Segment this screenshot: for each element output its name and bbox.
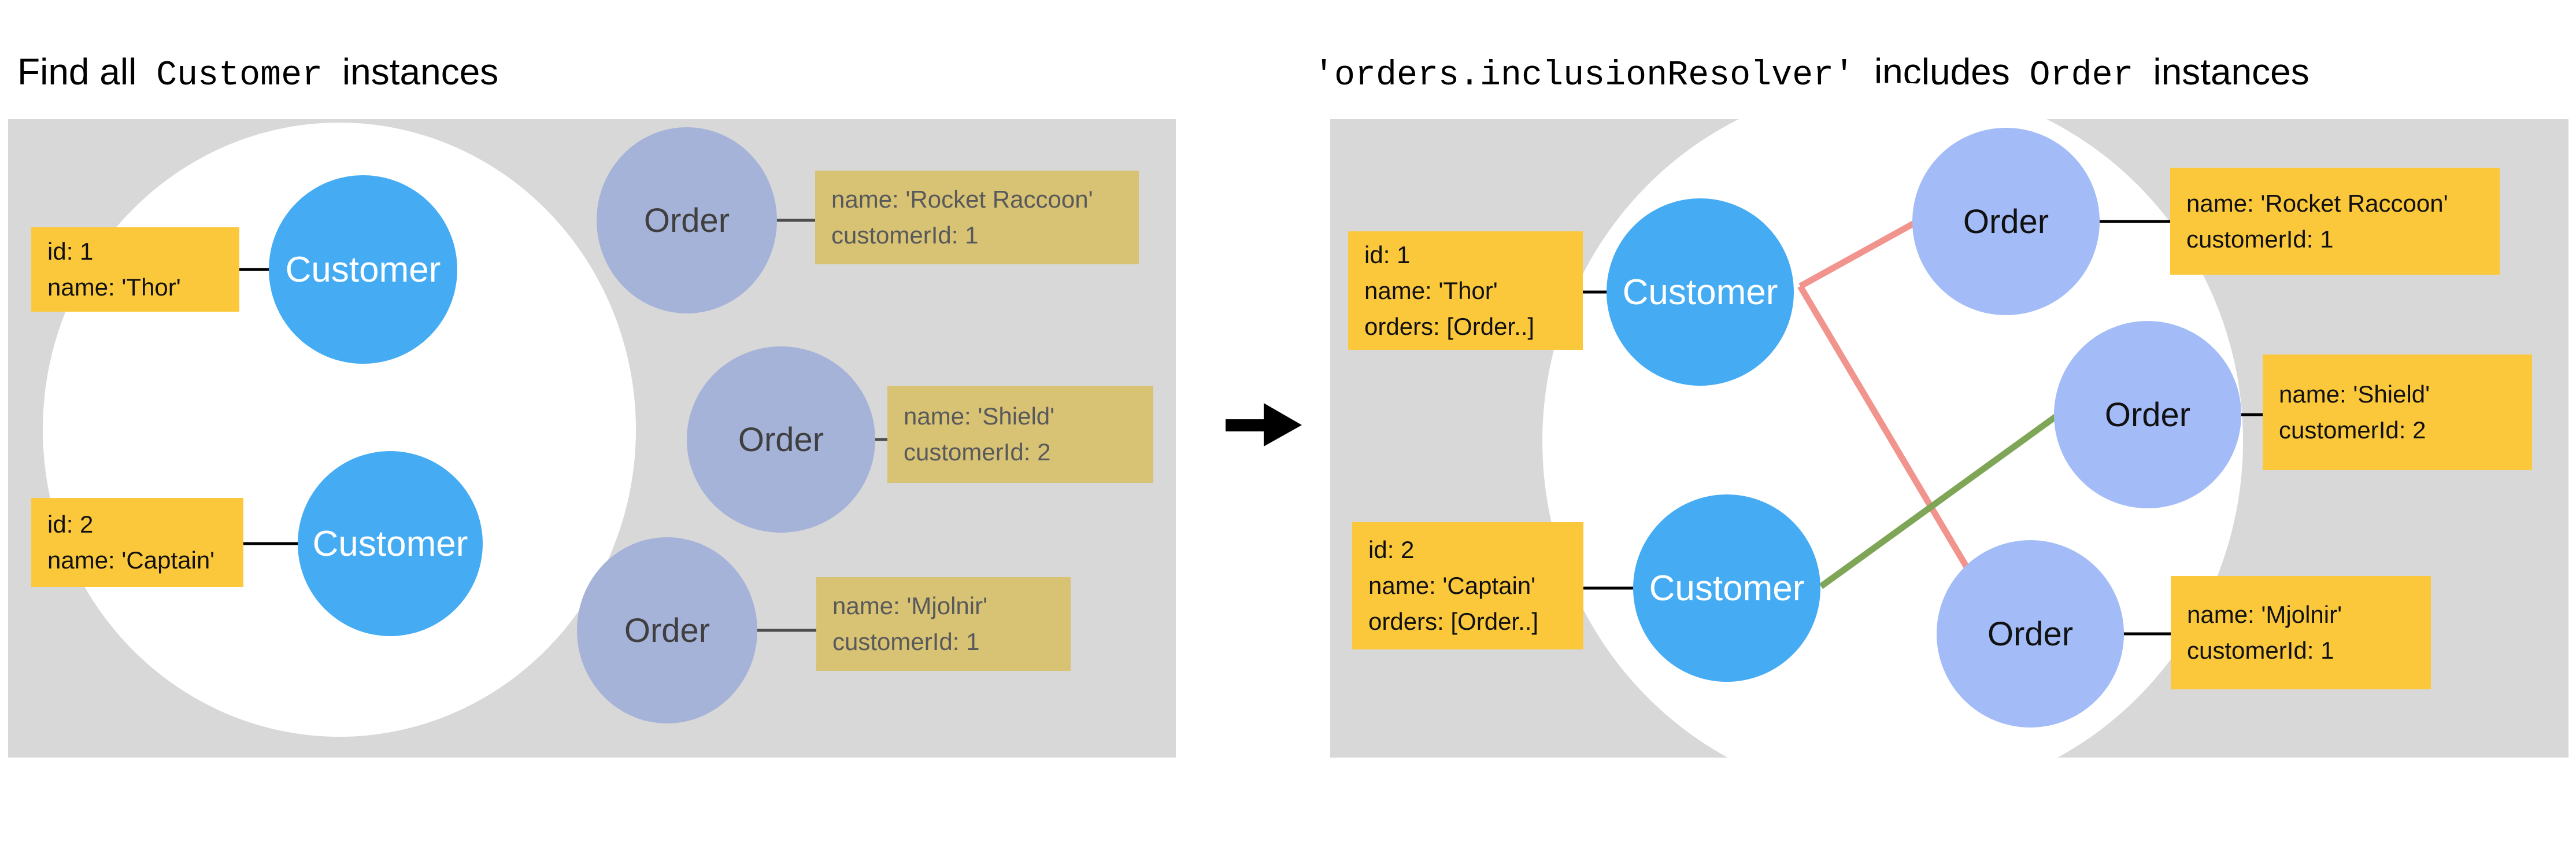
card-line: name: 'Captain' — [47, 546, 215, 574]
card-line: name: 'Mjolnir' — [2187, 601, 2342, 628]
right-customer-node-2: Customer — [1633, 494, 1820, 682]
right-customer-card-2: id: 2 name: 'Captain' orders: [Order..] — [1352, 522, 1583, 649]
left-title-code-customer: Customer — [156, 56, 323, 95]
right-order-card-2: name: 'Shield' customerId: 2 — [2263, 354, 2532, 470]
right-title-code-resolver: 'orders.inclusionResolver' — [1313, 56, 1855, 95]
card-line: customerId: 1 — [831, 221, 979, 249]
left-order-card-2: name: 'Shield' customerId: 2 — [887, 386, 1153, 483]
left-order-card-1: name: 'Rocket Raccoon' customerId: 1 — [815, 171, 1139, 264]
transform-arrow-icon — [1226, 403, 1302, 446]
customer-node-label: Customer — [285, 249, 441, 290]
card-line: customerId: 1 — [2186, 225, 2334, 253]
right-customer-card-1: id: 1 name: 'Thor' orders: [Order..] — [1348, 231, 1583, 350]
left-order-node-2: Order — [687, 346, 875, 533]
card-line: name: 'Rocket Raccoon' — [831, 186, 1093, 213]
right-order-card-3: name: 'Mjolnir' customerId: 1 — [2171, 576, 2431, 689]
card-line: customerId: 1 — [2187, 637, 2334, 664]
order-node-label: Order — [2104, 396, 2191, 434]
card-line: orders: [Order..] — [1368, 608, 1539, 635]
left-title: Find all Customer instances — [17, 49, 498, 95]
card-line: name: 'Shield' — [904, 402, 1055, 430]
order-node-label: Order — [1987, 615, 2074, 653]
relation-line-customer2-shield — [1819, 411, 2061, 589]
left-customer-card-1: id: 1 name: 'Thor' — [31, 227, 239, 312]
left-title-suffix: instances — [342, 51, 499, 93]
left-title-prefix: Find all — [17, 51, 137, 93]
left-customer-card-2: id: 2 name: 'Captain' — [31, 498, 243, 587]
right-customer-node-1: Customer — [1607, 198, 1794, 386]
order-node-label: Order — [624, 611, 710, 649]
left-order-card-3: name: 'Mjolnir' customerId: 1 — [816, 577, 1071, 671]
card-line: name: 'Shield' — [2279, 381, 2430, 408]
card-line: id: 2 — [1368, 536, 1415, 563]
right-order-node-2: Order — [2054, 321, 2241, 508]
card-line: id: 2 — [47, 511, 94, 538]
order-node-label: Order — [738, 420, 824, 459]
right-order-node-3: Order — [1937, 540, 2124, 727]
left-customer-node-2: Customer — [298, 451, 483, 636]
customer-node-label: Customer — [1649, 568, 1805, 608]
card-line: name: 'Thor' — [47, 274, 181, 301]
card-line: customerId: 1 — [832, 628, 980, 655]
order-node-label: Order — [1963, 202, 2049, 241]
right-order-node-1: Order — [1912, 128, 2100, 315]
order-node-label: Order — [643, 201, 730, 239]
relation-line-customer1-rocket — [1798, 217, 1922, 289]
card-line: customerId: 2 — [2279, 416, 2426, 444]
card-line: orders: [Order..] — [1364, 312, 1535, 340]
right-title-suffix: instances — [2153, 51, 2309, 93]
left-order-node-3: Order — [577, 537, 757, 723]
left-customer-node-1: Customer — [269, 175, 457, 364]
card-line: name: 'Rocket Raccoon' — [2186, 189, 2448, 217]
right-order-card-1: name: 'Rocket Raccoon' customerId: 1 — [2170, 168, 2500, 275]
customer-node-label: Customer — [312, 523, 468, 564]
card-line: id: 1 — [1364, 241, 1411, 268]
card-line: id: 1 — [47, 238, 94, 265]
card-line: name: 'Captain' — [1368, 572, 1536, 599]
card-line: customerId: 2 — [904, 438, 1051, 466]
relation-line-customer1-mjolnir — [1797, 285, 1971, 571]
card-line: name: 'Thor' — [1364, 276, 1498, 304]
left-order-node-1: Order — [597, 127, 777, 313]
right-title-code-order: Order — [2029, 56, 2134, 95]
customer-node-label: Customer — [1622, 272, 1778, 312]
card-line: name: 'Mjolnir' — [832, 592, 988, 619]
